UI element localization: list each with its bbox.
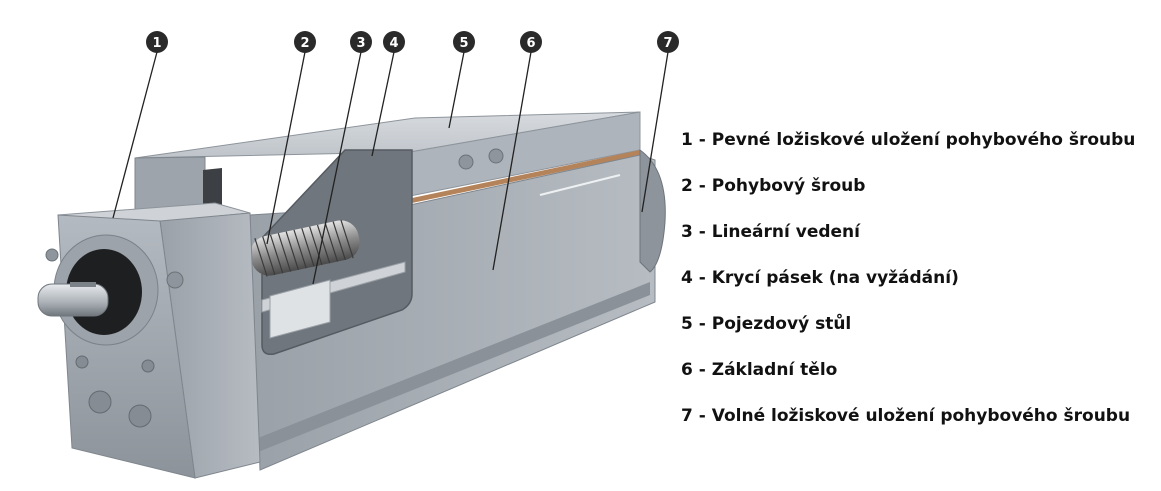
leader-line-2 [266, 51, 306, 245]
callout-number-4: 4 [389, 36, 398, 51]
legend-separator: - [692, 222, 712, 242]
lead-screw [250, 219, 360, 277]
callout-number-6: 6 [526, 36, 535, 51]
legend-separator: - [692, 406, 712, 426]
legend-text: Volné ložiskové uložení pohybového šroub… [711, 406, 1131, 426]
cover-strip [412, 150, 640, 203]
legend-item-5: 5 - Pojezdový stůl [681, 310, 1151, 356]
legend-text: Pojezdový stůl [711, 314, 852, 334]
callout-number-7: 7 [663, 36, 672, 51]
legend-number: 2 [681, 176, 693, 196]
callout-marker-3: 3 [350, 31, 372, 53]
flange-screw [166, 271, 184, 289]
flange-screw [45, 248, 59, 262]
callout-markers: 1 2 3 4 5 6 7 [146, 31, 679, 53]
legend-item-3: 3 - Lineární vedení [681, 218, 1151, 264]
legend-separator: - [692, 268, 712, 288]
front-bolt [128, 404, 152, 428]
legend-text: Lineární vedení [711, 222, 860, 242]
side-bolt [458, 154, 474, 170]
callout-marker-4: 4 [383, 31, 405, 53]
legend-item-4: 4 - Krycí pásek (na vyžádání) [681, 264, 1151, 310]
legend-item-7: 7 - Volné ložiskové uložení pohybového š… [681, 402, 1151, 448]
right-bearing-cap [639, 149, 666, 273]
legend: 1 - Pevné ložiskové uložení pohybového š… [681, 126, 1151, 448]
callout-marker-7: 7 [657, 31, 679, 53]
leader-lines [112, 51, 669, 285]
legend-number: 1 [681, 130, 693, 150]
side-bolt [488, 148, 504, 164]
legend-separator: - [692, 130, 712, 150]
callout-number-1: 1 [152, 36, 161, 51]
legend-text: Pohybový šroub [711, 176, 866, 196]
drive-shaft [37, 283, 109, 317]
callout-number-5: 5 [459, 36, 468, 51]
leader-line-1 [112, 51, 158, 219]
legend-number: 3 [681, 222, 693, 242]
legend-text: Základní tělo [711, 360, 838, 380]
leader-line-7 [641, 51, 669, 213]
legend-item-2: 2 - Pohybový šroub [681, 172, 1151, 218]
legend-number: 6 [681, 360, 693, 380]
front-bolt [88, 390, 112, 414]
shaft-key [70, 282, 96, 287]
legend-item-1: 1 - Pevné ložiskové uložení pohybového š… [681, 126, 1151, 172]
callout-number-3: 3 [356, 36, 365, 51]
leader-line-5 [448, 51, 465, 129]
linear-guide-carriage [269, 279, 331, 339]
callout-marker-5: 5 [453, 31, 475, 53]
leader-line-6 [492, 51, 532, 271]
legend-item-6: 6 - Základní tělo [681, 356, 1151, 402]
legend-separator: - [692, 314, 712, 334]
legend-number: 5 [681, 314, 693, 334]
front-bolt [141, 359, 155, 373]
legend-separator: - [692, 360, 712, 380]
front-bolt [75, 355, 89, 369]
legend-number: 7 [681, 406, 693, 426]
leader-line-4 [371, 51, 395, 157]
base-body-groove [258, 282, 650, 452]
legend-text: Pevné ložiskové uložení pohybového šroub… [711, 130, 1136, 150]
callout-number-2: 2 [300, 36, 309, 51]
callout-marker-1: 1 [146, 31, 168, 53]
legend-separator: - [692, 176, 712, 196]
side-slot [539, 174, 621, 196]
fixed-bearing-block [37, 202, 261, 479]
legend-number: 4 [681, 268, 693, 288]
callout-marker-2: 2 [294, 31, 316, 53]
callout-marker-6: 6 [520, 31, 542, 53]
legend-text: Krycí pásek (na vyžádání) [711, 268, 959, 288]
leader-line-3 [312, 51, 362, 285]
